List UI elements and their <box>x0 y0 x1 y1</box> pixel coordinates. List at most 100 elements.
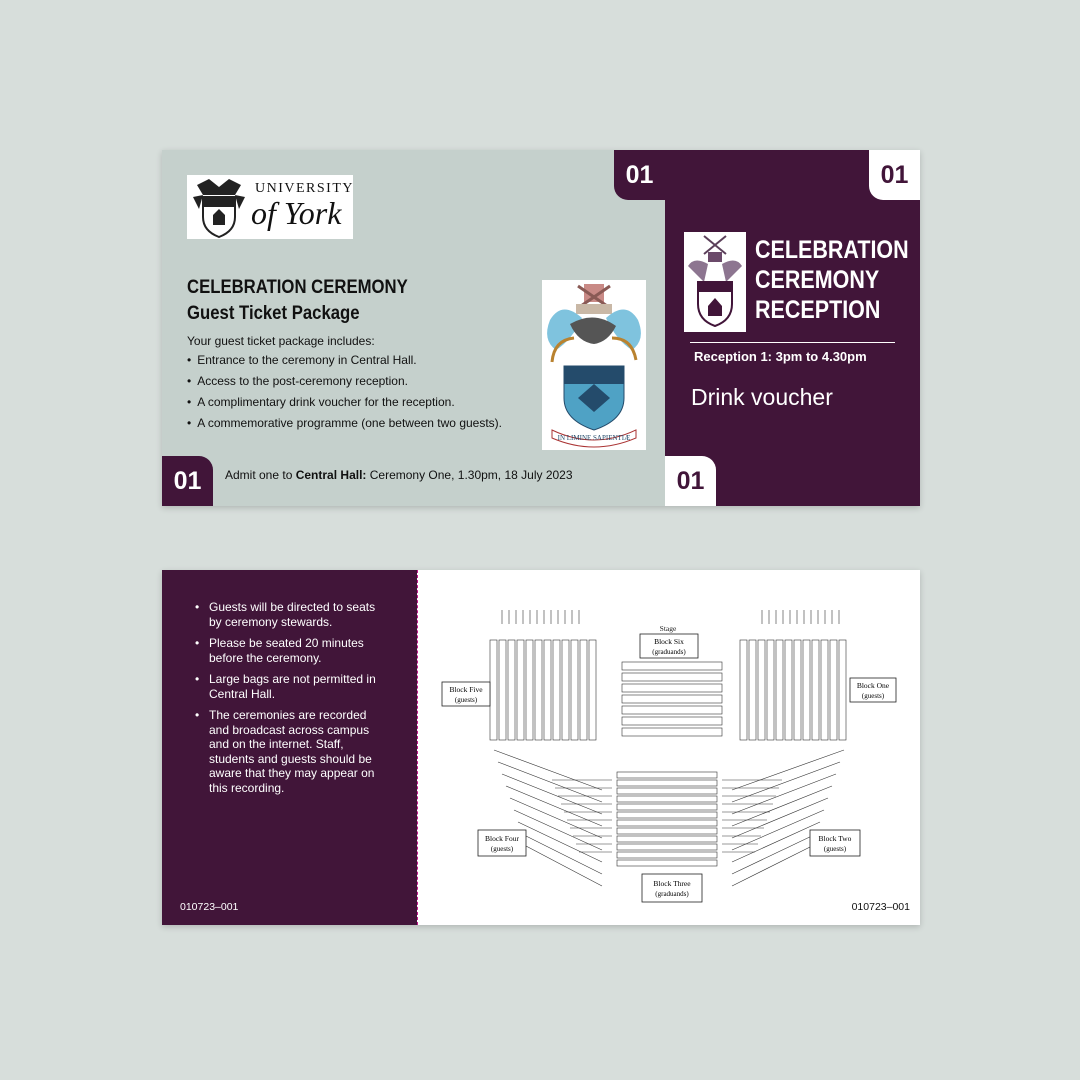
seat-row <box>802 639 811 741</box>
divider <box>690 342 895 343</box>
seat-row <box>621 705 723 715</box>
stub-title-line: RECEPTION <box>755 296 881 324</box>
stage-label: Stage <box>660 624 677 633</box>
guest-rules-list: Guests will be directed to seats by cere… <box>195 600 385 802</box>
perforation-line <box>417 570 418 925</box>
seat-line <box>501 773 603 815</box>
seat-row <box>516 639 525 741</box>
block-note: (graduands) <box>652 648 686 656</box>
seat-row <box>561 639 570 741</box>
list-item: The ceremonies are recorded and broadcas… <box>195 708 385 795</box>
coat-of-arms-icon: IN LIMINE SAPIENTIÆ <box>547 284 641 448</box>
admission-details: Admit one to Central Hall: Ceremony One,… <box>225 468 573 482</box>
block-note: (graduands) <box>655 890 689 898</box>
seat-row <box>498 639 507 741</box>
guest-ticket-panel: UNIVERSITY of York CELEBRATION CEREMONY … <box>162 150 665 506</box>
seat-row <box>525 639 534 741</box>
coat-of-arms: IN LIMINE SAPIENTIÆ <box>542 280 646 450</box>
seat-row <box>552 639 561 741</box>
seat-line <box>505 785 603 827</box>
stub-number-bottom: 01 <box>665 456 716 506</box>
block-name: Block Two <box>819 834 852 843</box>
block-name: Block One <box>857 681 890 690</box>
ticket-back: Guests will be directed to seats by cere… <box>162 570 920 925</box>
voucher-label: Drink voucher <box>691 384 833 410</box>
seat-row <box>616 859 718 867</box>
block-four-label: Block Four (guests) <box>477 829 527 857</box>
admit-time-date: Ceremony One, 1.30pm, 18 July 2023 <box>366 468 573 482</box>
list-item: A commemorative programme (one between t… <box>187 416 502 437</box>
ticket-number-bottom: 01 <box>162 456 213 506</box>
seat-row <box>616 803 718 811</box>
list-item: Guests will be directed to seats by cere… <box>195 600 385 629</box>
stub-title-line: CEREMONY <box>755 266 880 294</box>
seat-row <box>616 851 718 859</box>
seat-row <box>588 639 597 741</box>
seat-row <box>616 835 718 843</box>
list-item: Entrance to the ceremony in Central Hall… <box>187 353 502 374</box>
seat-row <box>621 727 723 737</box>
guest-information-panel: Guests will be directed to seats by cere… <box>162 570 417 925</box>
ticket-subtitle: Guest Ticket Package <box>187 303 360 324</box>
seat-row <box>507 639 516 741</box>
seat-line <box>513 809 603 851</box>
seat-row <box>570 639 579 741</box>
block-two-label: Block Two (guests) <box>809 829 861 857</box>
block-three-label: Block Three (graduands) <box>641 873 703 903</box>
block-note: (guests) <box>862 692 885 700</box>
seat-row <box>621 661 723 671</box>
seat-row <box>489 639 498 741</box>
ticket-title: CELEBRATION CEREMONY <box>187 277 408 298</box>
seat-row <box>621 716 723 726</box>
seat-row <box>543 639 552 741</box>
seat-line <box>497 761 603 803</box>
seat-row <box>820 639 829 741</box>
reception-time: Reception 1: 3pm to 4.30pm <box>694 349 867 364</box>
list-item: Large bags are not permitted in Central … <box>195 672 385 701</box>
ticket-number-label: 01 <box>880 160 909 189</box>
block-name: Block Four <box>485 834 519 843</box>
block-one-label: Block One (guests) <box>849 677 897 703</box>
ticket-number-top: 01 <box>614 150 665 200</box>
ticket-code: 010723–001 <box>180 901 239 913</box>
seat-line <box>517 821 603 863</box>
seat-row <box>616 779 718 787</box>
seat-row <box>616 843 718 851</box>
seat-row <box>829 639 838 741</box>
list-item: A complimentary drink voucher for the re… <box>187 395 502 416</box>
crest-icon <box>193 179 245 239</box>
ticket-front: UNIVERSITY of York CELEBRATION CEREMONY … <box>162 150 920 506</box>
seat-row <box>616 811 718 819</box>
block-five-label: Block Five (guests) <box>441 681 491 707</box>
seat-row <box>616 771 718 779</box>
ticket-number-label: 01 <box>625 160 654 189</box>
includes-list: Entrance to the ceremony in Central Hall… <box>187 353 502 437</box>
crest-icon <box>688 235 742 328</box>
block-name: Block Six <box>654 637 684 646</box>
seat-row <box>621 672 723 682</box>
seat-row <box>616 787 718 795</box>
block-six-label: Block Six (graduands) <box>639 633 699 659</box>
seat-line <box>493 749 603 791</box>
seat-row <box>793 639 802 741</box>
ticket-code-right: 010723–001 <box>851 901 910 913</box>
seat-row <box>616 795 718 803</box>
seat-row <box>757 639 766 741</box>
block-name: Block Five <box>449 685 483 694</box>
university-logo: UNIVERSITY of York <box>187 175 353 239</box>
seat-line <box>509 797 603 839</box>
stub-title-line: CELEBRATION <box>755 236 909 264</box>
seat-line <box>525 845 603 887</box>
seat-row <box>739 639 748 741</box>
seating-plan: Stage Block Six (graduands) Block Five (… <box>441 610 897 903</box>
admit-venue: Central Hall: <box>295 468 367 482</box>
seat-blocks <box>489 610 847 887</box>
block-note: (guests) <box>824 845 847 853</box>
ticket-number-label: 01 <box>173 466 202 495</box>
drink-voucher-stub: 01 CELEBRATION CEREMONY RECEPTION Recept… <box>665 150 920 506</box>
logo-university-text: UNIVERSITY <box>255 181 354 196</box>
list-item: Please be seated 20 minutes before the c… <box>195 636 385 665</box>
includes-intro: Your guest ticket package includes: <box>187 334 375 348</box>
seat-line <box>731 749 845 791</box>
seat-row <box>621 694 723 704</box>
